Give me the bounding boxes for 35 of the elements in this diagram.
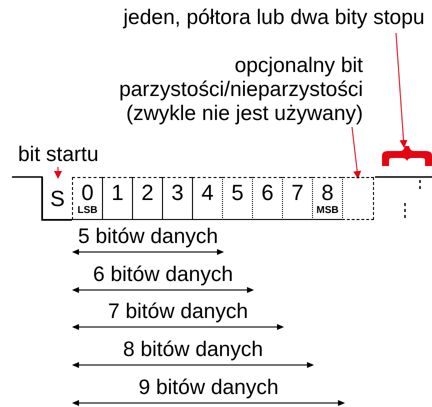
parity-bit-cell: [342, 177, 374, 220]
dimension-label: 7 bitów danych: [106, 300, 250, 324]
dimension-label: 8 bitów danych: [122, 338, 264, 362]
arrow: [352, 126, 362, 179]
bit-order-label: LSB: [78, 206, 98, 216]
annotation-text: bit startu: [18, 143, 102, 167]
bit-cell: [162, 177, 192, 220]
bit-symbol: 8: [321, 182, 334, 204]
bit-symbol: 4: [201, 182, 214, 204]
bit-cell: [222, 177, 252, 220]
bit-cell: [282, 177, 312, 220]
bit-cell: [72, 177, 102, 220]
bit-symbol: 0: [81, 182, 94, 204]
annotation-text: opcjonalny bit parzystości/nieparzystości (zwykle nie jest używany): [90, 54, 363, 127]
bit-symbol: 7: [291, 182, 304, 204]
bit-cell: [252, 177, 282, 220]
arrow: [396, 32, 408, 148]
bit-symbol: S: [50, 188, 65, 210]
bit-symbol: 1: [111, 182, 124, 204]
dimension-label: 5 bitów danych: [76, 225, 220, 249]
dimension-label: 9 bitów danych: [137, 376, 280, 400]
bit-cell: [132, 177, 162, 220]
bit-symbol: 5: [231, 182, 244, 204]
bit-cell: [312, 177, 342, 220]
arrow: [54, 166, 62, 179]
bit-cell: [102, 177, 132, 220]
bit-symbol: 3: [171, 182, 184, 204]
bit-symbol: 6: [261, 182, 274, 204]
bit-symbol: 2: [141, 182, 154, 204]
bit-order-label: MSB: [316, 206, 339, 216]
annotation-text: jeden, półtora lub dwa bity stopu: [116, 6, 432, 33]
bit-cell: [192, 177, 222, 220]
curly-brace: [382, 146, 432, 166]
bit-cell: [42, 177, 72, 220]
dimension-label: 6 bitów danych: [92, 263, 234, 287]
